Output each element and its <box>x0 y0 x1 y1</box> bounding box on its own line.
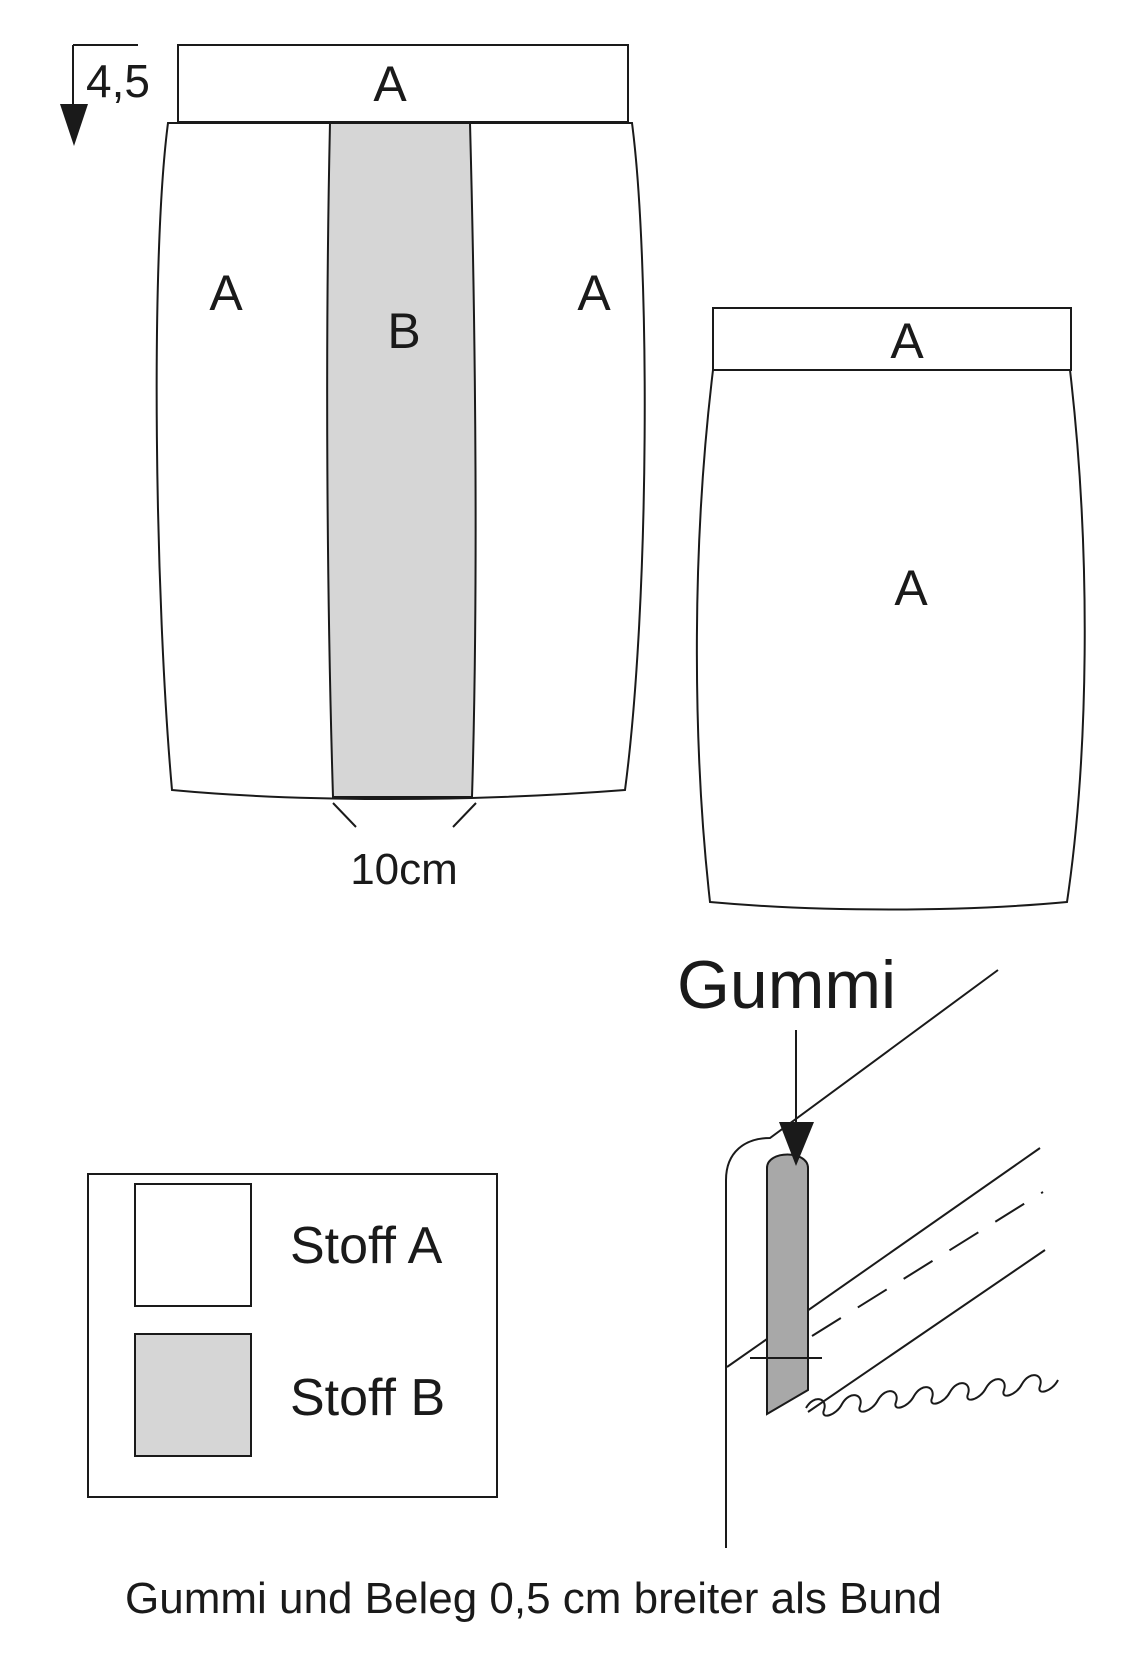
front-center-panel <box>326 122 477 798</box>
back-skirt-body <box>695 369 1086 911</box>
front-left-panel-label: A <box>209 265 243 321</box>
footer-note: Gummi und Beleg 0,5 cm breiter als Bund <box>125 1574 942 1623</box>
waistband-height-label: 4,5 <box>86 55 150 107</box>
legend-label-stoff-a: Stoff A <box>290 1217 443 1275</box>
overlock-stitching-lower <box>807 1249 1046 1413</box>
back-waistband-label: A <box>890 313 924 369</box>
back-skirt: A A <box>695 307 1086 911</box>
legend-swatch-stoff-a <box>134 1183 252 1307</box>
front-waistband-label: A <box>373 56 407 112</box>
legend-swatch-stoff-b <box>134 1333 252 1457</box>
front-skirt: A A B A 4,5 10cm <box>60 44 646 894</box>
elastic-detail: Gummi <box>677 947 1059 1548</box>
down-arrow-icon <box>60 104 88 146</box>
elastic-band <box>766 1153 809 1416</box>
center-width-dimension: 10cm <box>332 802 477 894</box>
fold-outer-line <box>725 969 999 1548</box>
center-width-label: 10cm <box>350 845 458 894</box>
front-waistband <box>177 44 629 123</box>
waistband-height-marker: 4,5 <box>60 44 150 146</box>
front-right-panel-label: A <box>577 265 611 321</box>
back-waistband <box>712 307 1072 371</box>
front-center-panel-label: B <box>387 303 420 359</box>
legend-label-stoff-b: Stoff B <box>290 1369 445 1427</box>
gummi-label: Gummi <box>677 947 896 1023</box>
gummi-arrow-icon <box>779 1122 814 1166</box>
dashed-seam-line <box>811 1191 1044 1337</box>
legend: Stoff A Stoff B <box>87 1173 498 1498</box>
back-body-label: A <box>894 560 928 616</box>
overlock-stitching <box>805 1374 1059 1417</box>
